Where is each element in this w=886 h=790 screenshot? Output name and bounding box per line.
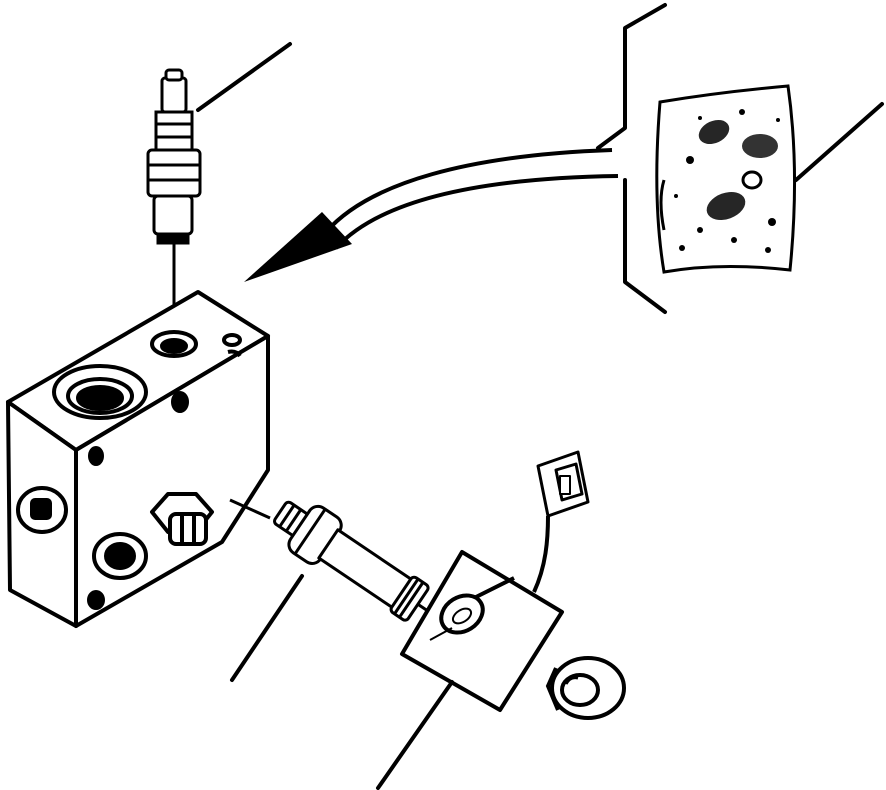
detail-inset-texture [674,109,780,253]
relief-valve-leader-line [198,44,290,110]
valve-block-side-ports [18,393,212,608]
electrical-connector [534,452,588,592]
relief-valve-cartridge [148,70,200,330]
valve-block [8,292,268,626]
solenoid-coil [402,552,562,710]
solenoid-axis-line [230,500,270,518]
detail-inset-panel [657,86,795,272]
valve-block-top-ports [54,332,240,418]
detail-inset-leader-line [796,104,882,180]
solenoid-valve-leader-line [232,576,302,680]
detail-inset-bracket [598,5,665,312]
solenoid-coil-leader-line [378,682,452,788]
location-arrow [244,150,618,282]
retaining-nut [548,658,624,718]
